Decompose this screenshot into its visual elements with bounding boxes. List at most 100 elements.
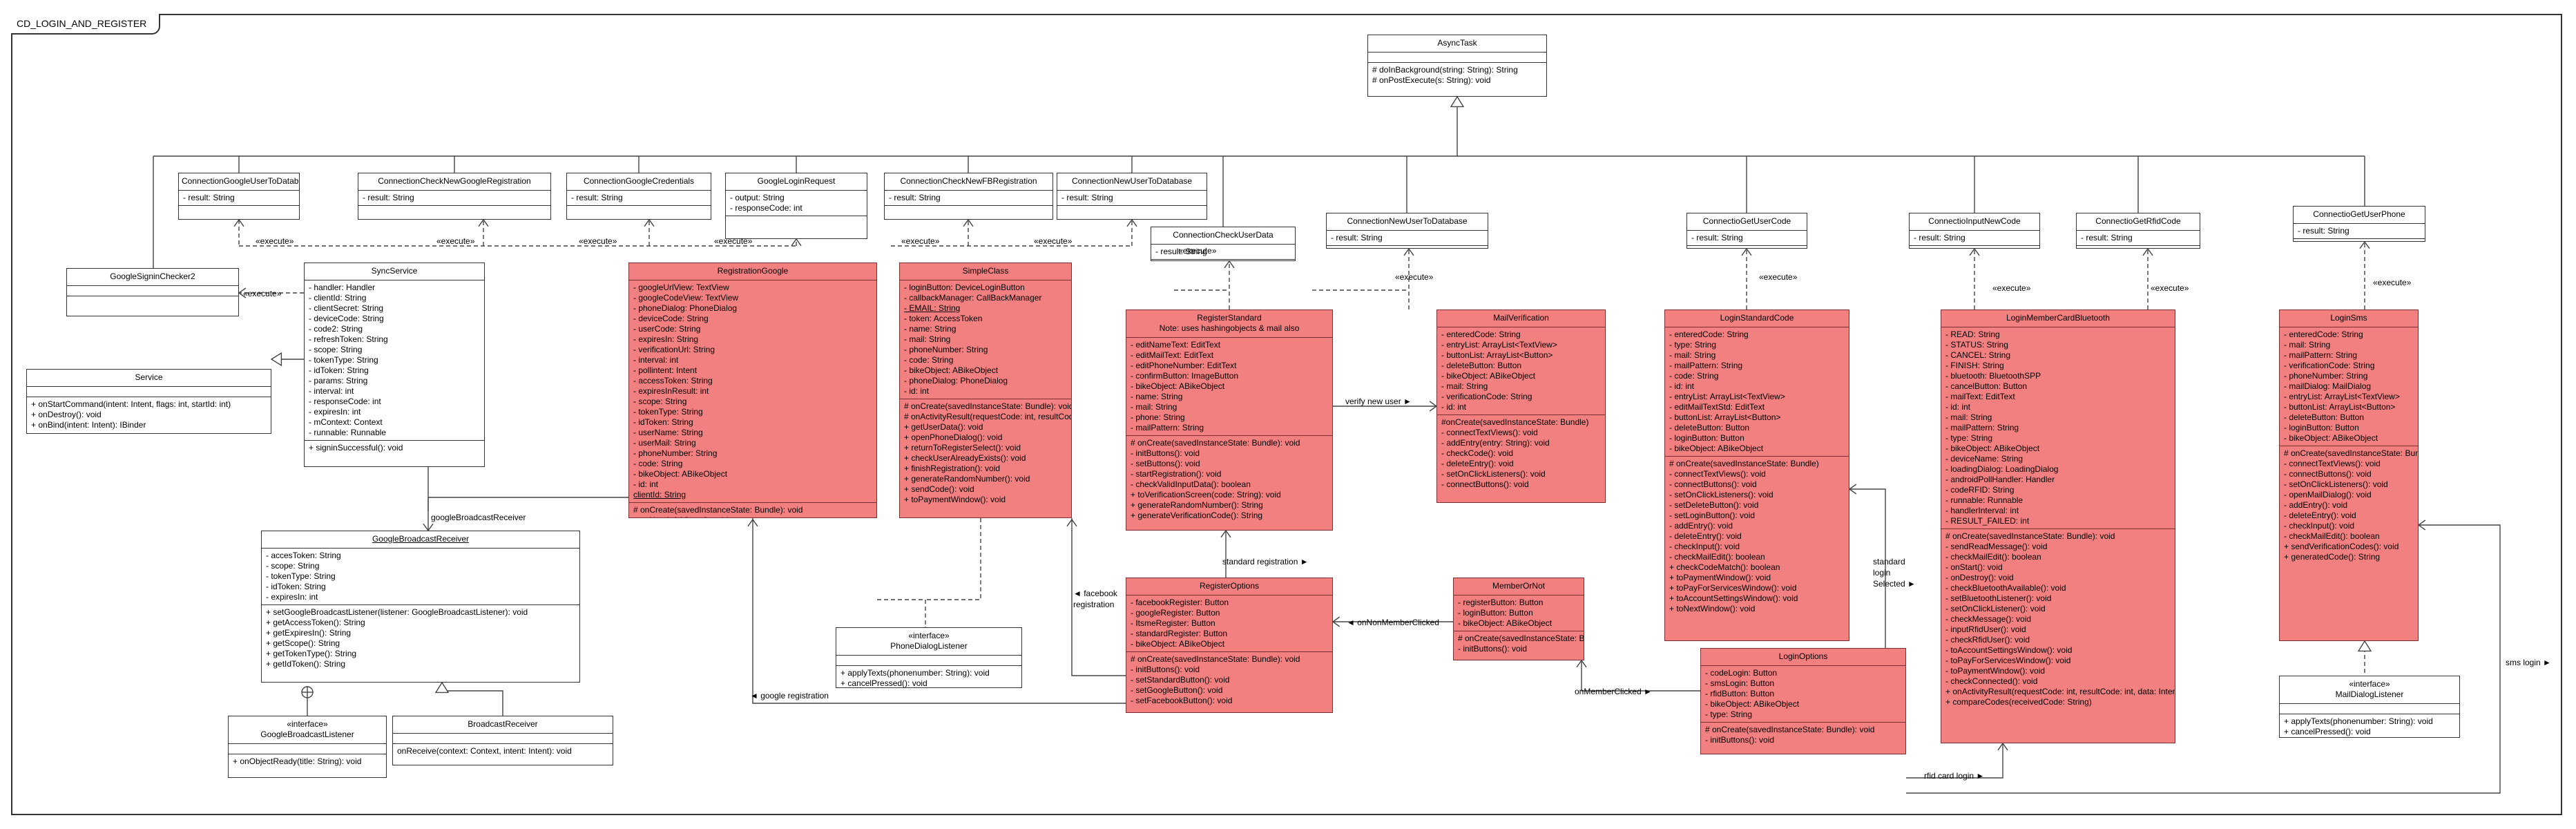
attribute: - CANCEL: String xyxy=(1945,350,2011,360)
attribute: - codeRFID: String xyxy=(1945,485,2015,495)
attribute: - result: String xyxy=(1061,193,1113,202)
attribute: - entryList: ArrayList<TextView> xyxy=(1669,392,1785,401)
stereotype: «interface» xyxy=(2349,679,2390,689)
attribute-compartment xyxy=(1368,53,1546,62)
class-header: ConnectionCheckNewGoogleRegistration xyxy=(358,173,550,191)
attribute: - id: int xyxy=(1441,402,1467,412)
operation: + toVerificationScreen(code: String): vo… xyxy=(1131,490,1281,499)
operation: + getScope(): String xyxy=(266,638,340,648)
attribute: - mailDialog: MailDialog xyxy=(2284,381,2372,391)
attribute-compartment: - enteredCode: String- entryList: ArrayL… xyxy=(1437,327,1605,414)
attribute: - result: String xyxy=(363,193,414,202)
operation-compartment: + onObjectReady(title: String): void xyxy=(229,754,386,769)
attribute: - loginButton: DeviceLoginButton xyxy=(904,283,1025,292)
attribute: - scope: String xyxy=(633,397,687,406)
class-name: ConnectioGetUserCode xyxy=(1702,216,1791,226)
operation: - addEntry(): void xyxy=(2284,500,2348,510)
operation: # onCreate(savedInstanceState: Bundle): … xyxy=(633,505,803,515)
attribute: - id: int xyxy=(904,386,930,396)
operation: + applyTexts(phonenumber: String): void xyxy=(2284,716,2433,726)
operation: + cancelPressed(): void xyxy=(2284,727,2371,736)
attribute: - output: String xyxy=(730,193,785,202)
attribute: - googleCodeView: TextView xyxy=(633,293,739,303)
operation: - connectButtons(): void xyxy=(1669,479,1757,489)
class-header: AsyncTask xyxy=(1368,35,1546,53)
class-cgc: ConnectionGoogleCredentials- result: Str… xyxy=(566,173,711,220)
operation: - connectButtons(): void xyxy=(2284,469,2372,479)
class-name: LoginSms xyxy=(2330,313,2367,323)
operation: - checkRfidUser(): void xyxy=(1945,635,2030,645)
class-loginStandardCode: LoginStandardCode- enteredCode: String- … xyxy=(1664,309,1849,641)
package-frame xyxy=(11,14,2562,815)
class-name: GoogleBroadcastReceiver xyxy=(372,534,470,544)
relationship-label: rfid card login ► xyxy=(1924,771,1985,781)
class-regGoogle: RegistrationGoogle- googleUrlView: TextV… xyxy=(628,263,877,518)
attribute: - tokenType: String xyxy=(266,571,336,581)
attribute: - buttonList: ArrayList<Button> xyxy=(1669,412,1781,422)
attribute: - cancelButton: Button xyxy=(1945,381,2028,391)
class-name: AsyncTask xyxy=(1437,38,1477,48)
class-name: ConnectionNewUserToDatabase xyxy=(1347,216,1468,226)
arrowhead xyxy=(1224,260,1235,269)
attribute: - ItsmeRegister: Button xyxy=(1131,618,1215,628)
operation: - toAccountSettingsWindow(): void xyxy=(1945,645,2073,655)
operation: + finishRegistration(): void xyxy=(904,464,1001,473)
operation: # onPostExecute(s: String): void xyxy=(1372,75,1491,85)
attribute: - bikeObject: ABikeObject xyxy=(633,469,728,479)
operation: - checkMailEdit(): boolean xyxy=(1669,552,1765,562)
class-header: ConnectionNewUserToDatabase xyxy=(1057,173,1207,191)
relationship-label: «execute» xyxy=(256,236,294,246)
attribute: - code: String xyxy=(1669,371,1719,381)
attribute: - idToken: String xyxy=(633,417,693,427)
class-header: «interface»GoogleBroadcastListener xyxy=(229,716,386,744)
attribute: - result: String xyxy=(889,193,941,202)
operation: + sendVerificationCodes(): void xyxy=(2284,542,2399,551)
class-googleBroadcastListener: «interface»GoogleBroadcastListener + onOb… xyxy=(228,716,387,778)
operation: - initButtons(): void xyxy=(1458,644,1528,654)
attribute: - mail: String xyxy=(904,334,951,344)
attribute: - deviceCode: String xyxy=(309,314,384,323)
operation-compartment xyxy=(358,205,550,216)
class-name: GoogleLoginRequest xyxy=(757,176,836,186)
class-name: MailDialogListener xyxy=(2335,689,2404,699)
operation: - checkBluetoothAvailable(): void xyxy=(1945,583,2066,593)
operation-compartment xyxy=(2077,245,2200,248)
operation: + compareCodes(receivedCode: String) xyxy=(1945,697,2092,707)
class-cgup: ConnectioGetUserPhone- result: String xyxy=(2293,206,2425,242)
association-sms-login xyxy=(1906,524,2501,794)
operation: - checkValidInputData(): boolean xyxy=(1131,479,1251,489)
class-header: MailVerification xyxy=(1437,310,1605,327)
attribute-compartment: - handler: Handler- clientId: String- cl… xyxy=(305,280,484,440)
attribute: - result: String xyxy=(1331,233,1383,242)
attribute: - bikeObject: ABikeObject xyxy=(1669,444,1764,453)
attribute: - expiresInResult: int xyxy=(633,386,709,396)
operation: + applyTexts(phonenumber: String): void xyxy=(840,668,990,678)
attribute: - name: String xyxy=(904,324,957,334)
class-syncservice: SyncService- handler: Handler- clientId:… xyxy=(304,263,485,467)
class-header: LoginStandardCode xyxy=(1665,310,1849,327)
attribute: - phoneNumber: String xyxy=(904,345,988,354)
attribute: - mailText: EditText xyxy=(1945,392,2015,401)
operation-compartment xyxy=(1057,205,1207,216)
attribute: - type: String xyxy=(1705,709,1753,719)
realization-line xyxy=(877,599,926,627)
relationship-label: ◄ onNonMemberClicked xyxy=(1347,618,1439,627)
attribute: - result: String xyxy=(183,193,235,202)
operation-compartment xyxy=(2294,238,2425,241)
attribute: - pollintent: Intent xyxy=(633,365,698,375)
class-name: LoginStandardCode xyxy=(1720,313,1794,323)
operation: - deleteEntry(): void xyxy=(1441,459,1514,468)
attribute: - mailPattern: String xyxy=(1945,423,2019,432)
operation: #onCreate(savedInstanceState: Bundle) xyxy=(1441,417,1589,427)
class-name: PhoneDialogListener xyxy=(890,641,968,651)
operation: - setBluetoothListener(): void xyxy=(1945,593,2052,603)
class-header: ConnectioInputNewCode xyxy=(1910,213,2039,231)
attribute-compartment: - codeLogin: Button- smsLogin: Button- r… xyxy=(1701,666,1905,722)
operation: - connectButtons(): void xyxy=(1441,479,1529,489)
attribute: - scope: String xyxy=(309,345,363,354)
class-mailDialogListener: «interface»MailDialogListener + applyText… xyxy=(2279,676,2460,738)
arrowhead xyxy=(238,287,247,298)
